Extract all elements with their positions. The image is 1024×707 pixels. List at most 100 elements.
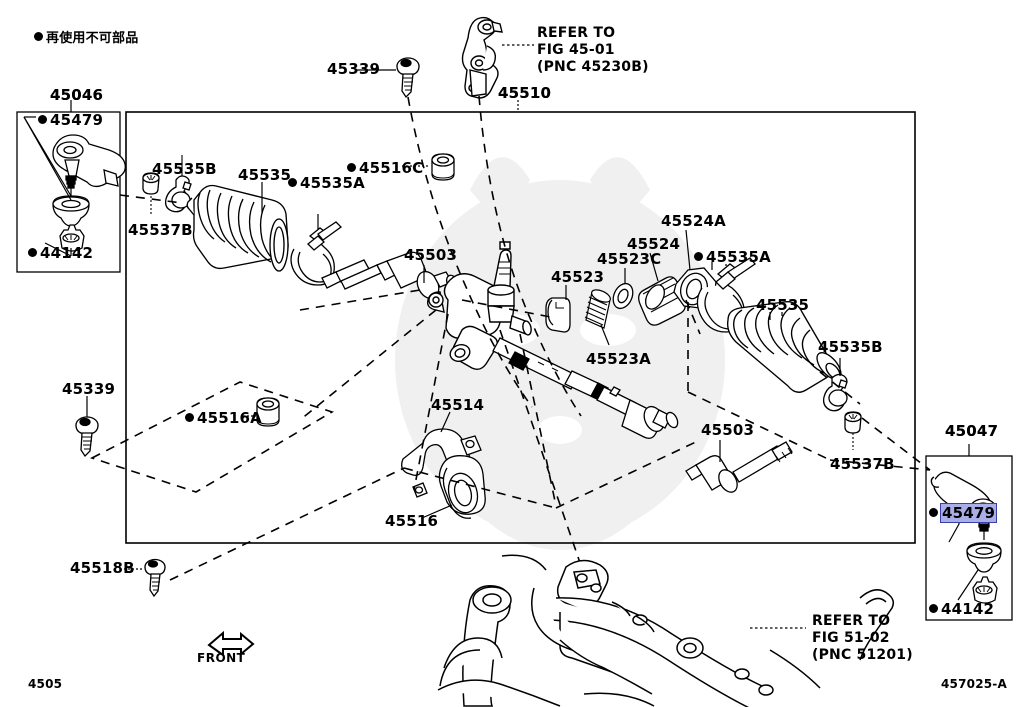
part-callout-44142: 44142 [28,246,93,261]
part-number-text: 45537B [128,221,193,239]
non-reusable-dot-icon [38,115,47,124]
box-label-45046: 45046 [50,86,104,104]
drawing-number: 457025-A [941,677,1007,691]
art-left-castle-nut [59,224,85,256]
part-callout-45516A: 45516A [185,411,262,426]
art-bellows-right [727,301,842,393]
part-number-text: 45535B [152,160,217,178]
non-reusable-dot-icon [929,508,938,517]
art-rack-housing [426,241,532,371]
part-callout-45516: 45516 [385,514,438,529]
part-number-text: 45503 [701,421,755,439]
part-number-text: 45514 [431,396,485,414]
art-spring-45523A [584,289,611,329]
part-callout-45537B: 45537B [128,223,193,238]
part-number-text: 45479 [50,111,104,129]
art-right-castle-nut [972,576,998,604]
non-reusable-dot-icon [34,32,43,41]
part-number-text: 45516A [197,409,262,427]
part-number-text: 45535B [818,338,883,356]
art-clamp-45535B-right [822,373,848,412]
part-callout-45516C: 45516C [347,161,423,176]
part-number-text: 45535 [238,166,292,184]
part-callout-45046: 45046 [50,88,103,103]
left-assembly-box [16,111,121,273]
refer-to-fig-45-01: REFER TO FIG 45-01 (PNC 45230B) [537,25,649,76]
part-number-text: 45339 [327,60,381,78]
part-number-text: 44142 [40,244,94,262]
art-clamp-45535B-left [164,175,192,213]
main-assembly-box [125,111,916,544]
art-bushing-45516 [438,455,486,519]
ref2-line3: (PNC 51201) [812,647,913,663]
refer-to-fig-51-02: REFER TO FIG 51-02 (PNC 51201) [812,613,913,664]
art-inner-tie-rod-left [321,251,459,300]
leader-right-44142 [957,569,979,601]
part-callout-45535: 45535 [756,298,809,313]
leader-left-44142 [44,242,72,257]
ref1-line3: (PNC 45230B) [537,59,649,75]
part-number-text: 45523C [597,250,662,268]
art-rack-tube [492,337,679,439]
part-number-text: 45510 [498,84,552,102]
legend-note: 再使用不可部品 [34,32,138,45]
part-callout-45510: 45510 [498,86,551,101]
art-screw-45339-lower [75,416,99,458]
assembly-dashed-lines [89,95,931,587]
part-callout-45524A: 45524A [661,214,726,229]
part-number-text: 45516C [359,159,424,177]
part-callout-45047: 45047 [945,424,998,439]
part-callout-45535B: 45535B [152,162,217,177]
art-clip-45537B-right [844,411,862,434]
part-number-text: 45523A [586,350,651,368]
part-callout-45479: 45479 [929,503,998,523]
art-seal-45523C [612,282,634,310]
art-steering-knuckle [461,16,503,99]
ref2-line2: FIG 51-02 [812,630,890,646]
art-left-dust-cover [52,195,90,227]
ref1-line2: FIG 45-01 [537,42,615,58]
art-front-subframe [437,554,895,707]
part-callout-45535A: 45535A [288,176,365,191]
part-callout-45537B: 45537B [830,457,895,472]
art-bushing-45516C [431,153,455,181]
art-right-dust-cover [966,542,1002,573]
part-number-text: 45518B [70,559,135,577]
part-callout-45535: 45535 [238,168,291,183]
front-arrow-icon [207,630,255,657]
non-reusable-dot-icon [929,604,938,613]
box-label-45510: 45510 [498,84,552,102]
part-number-text: 45339 [62,380,116,398]
part-number-text: 45046 [50,86,104,104]
part-number-text: 45524A [661,212,726,230]
part-number-text: 45503 [404,246,458,264]
part-callout-45339: 45339 [62,382,115,397]
art-bellows-left [186,184,289,272]
part-callout-45503: 45503 [404,248,457,263]
art-screw-45339-top [396,57,420,99]
ref2-line1: REFER TO [812,613,891,629]
part-callout-44142: 44142 [929,602,994,617]
part-callout-45479: 45479 [38,113,103,128]
part-callout-45535B: 45535B [818,340,883,355]
part-callout-45339: 45339 [327,62,380,77]
ref1-line1: REFER TO [537,25,616,41]
art-screw-45518B [144,558,166,598]
part-callout-45514: 45514 [431,398,484,413]
part-number-text: 45535 [756,296,810,314]
non-reusable-dot-icon [28,248,37,257]
leader-left-45479 [23,116,72,201]
front-label: FRONT [197,651,246,665]
part-number-text: 45535A [706,248,771,266]
figure-code: 4505 [28,677,63,691]
part-callout-45523A: 45523A [586,352,651,367]
part-callout-45518B: 45518B [70,561,135,576]
part-callout-45524: 45524 [627,237,680,252]
non-reusable-dot-icon [288,178,297,187]
part-number-text: 45524 [627,235,681,253]
part-number-text: 45516 [385,512,439,530]
art-bushing-45516A [256,397,280,427]
part-number-text: 45537B [830,455,895,473]
